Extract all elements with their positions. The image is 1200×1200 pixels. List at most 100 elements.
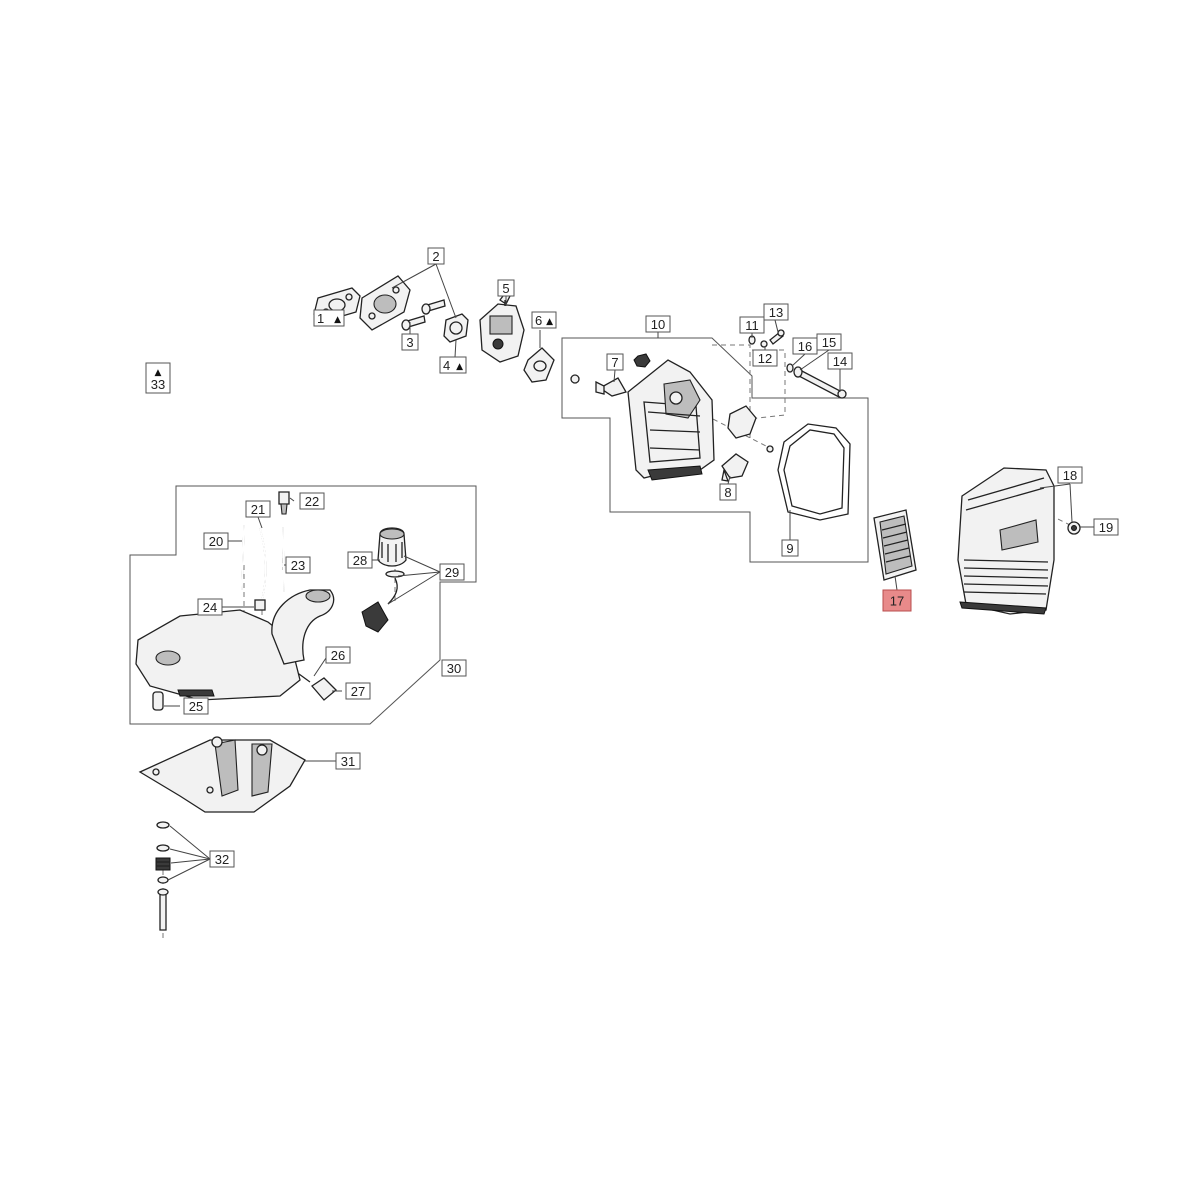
callout-box (197, 598, 223, 616)
callout-box (497, 279, 515, 297)
part-10-air-filter-base (627, 359, 715, 481)
callout-mark: ▲ (546, 317, 553, 327)
part-28-fuel-cap (377, 527, 407, 567)
callout-27: 27 (345, 682, 371, 700)
callout-25: 25 (183, 697, 209, 715)
part-31-tank-guard (138, 736, 306, 813)
callout-box (752, 349, 778, 367)
callout-box (739, 316, 765, 334)
callout-number: 25 (189, 699, 203, 714)
callout-26: 26 (325, 646, 351, 664)
part-32-anti-vibration-hardware (155, 821, 171, 931)
callout-number: 4 (443, 358, 450, 373)
callout-number: 7 (611, 355, 618, 370)
part-2-intake-spacer (359, 275, 411, 331)
callout-number: 23 (291, 558, 305, 573)
callout-number: 10 (651, 317, 665, 332)
callout-box (299, 492, 325, 510)
callout-14: 14 (827, 352, 853, 370)
callout-24: 24 (197, 598, 223, 616)
callout-29: 29 (439, 563, 465, 581)
callout-18: 18 (1057, 466, 1083, 484)
callout-number: 6 (535, 313, 542, 328)
callout-10: 10 (645, 315, 671, 333)
callout-21: 21 (245, 500, 271, 518)
part-5-carburettor (479, 291, 525, 363)
callout-number: 2 (432, 249, 439, 264)
callout-number: 19 (1099, 520, 1113, 535)
callout-13: 13 (763, 303, 789, 321)
part-19-knob (1067, 521, 1081, 535)
callout-22: 22 (299, 492, 325, 510)
callout-number: 32 (215, 852, 229, 867)
callout-number: 27 (351, 684, 365, 699)
callout-number: 17 (890, 594, 904, 609)
callout-number: 5 (502, 281, 509, 296)
callout-box (345, 682, 371, 700)
callout-box (325, 646, 351, 664)
callout-box (245, 500, 271, 518)
callout-number: 14 (833, 354, 847, 369)
callout-box (401, 333, 419, 351)
callout-17: 17 (882, 589, 912, 612)
callout-11: 11 (739, 316, 765, 334)
part-nut (633, 353, 651, 368)
callout-6: 6▲ (531, 311, 557, 329)
callout-3: 3 (401, 333, 419, 351)
callout-number: 16 (798, 339, 812, 354)
callout-number: 1 (317, 311, 324, 326)
part-14-rod (796, 369, 847, 399)
callout-number: 26 (331, 648, 345, 663)
callout-box (209, 850, 235, 868)
callout-box (719, 483, 737, 501)
callout-16: 16 (792, 337, 818, 355)
callout-9: 9 (781, 539, 799, 557)
part-9-seal (777, 423, 851, 521)
callout-box (335, 752, 361, 770)
part-20-fuel-hose (241, 524, 245, 591)
callout-box (645, 315, 671, 333)
callout-box (1057, 466, 1083, 484)
callout-7: 7 (606, 353, 624, 371)
callout-number: 8 (724, 485, 731, 500)
callout-19: 19 (1093, 518, 1119, 536)
callout-box (781, 539, 799, 557)
callout-15: 15 (816, 333, 842, 351)
callout-box (203, 532, 229, 550)
callout-box (347, 551, 373, 569)
part-16-washer (786, 363, 794, 373)
part-7-choke-lever (570, 374, 627, 397)
part-23-fuel-hose (282, 526, 285, 593)
leader-lines (164, 263, 1094, 881)
callout-number: 30 (447, 661, 461, 676)
part-cam (727, 405, 774, 453)
callout-box (183, 697, 209, 715)
part-27-fuel-filter (311, 677, 337, 701)
callout-box (439, 356, 467, 374)
callout-number: 13 (769, 305, 783, 320)
part-29-cap-seal-strainer (361, 570, 405, 633)
part-15-washer (793, 366, 803, 378)
callout-30: 30 (441, 659, 467, 677)
callout-number: 3 (406, 335, 413, 350)
callout-number: 12 (758, 351, 772, 366)
callout-number: 11 (745, 318, 759, 333)
part-6-flange (523, 347, 555, 383)
callout-box (763, 303, 789, 321)
callout-box (285, 556, 311, 574)
callout-31: 31 (335, 752, 361, 770)
part-12-pin (760, 340, 768, 348)
fuel-tank-group-outline (129, 485, 477, 725)
callout-box (1093, 518, 1119, 536)
part-21-fuel-hose (259, 527, 267, 601)
callout-box (792, 337, 818, 355)
callout-number: 21 (251, 502, 265, 517)
callout-box (882, 589, 912, 612)
callout-5: 5 (497, 279, 515, 297)
callout-box (427, 247, 445, 265)
callout-number: 15 (822, 335, 836, 350)
callout-20: 20 (203, 532, 229, 550)
part-22-breather-valve (278, 491, 290, 515)
callout-number: 24 (203, 600, 217, 615)
